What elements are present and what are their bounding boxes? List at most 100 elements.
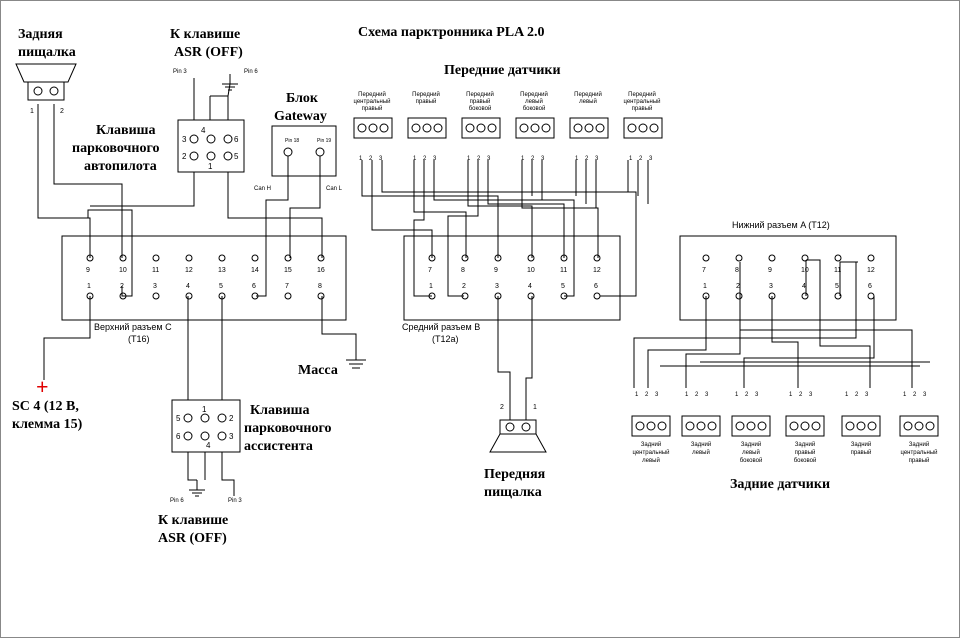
connector-c-pin-16 bbox=[317, 254, 325, 262]
connector-c-pin-label-6: 6 bbox=[252, 283, 256, 290]
wires bbox=[37, 78, 930, 496]
front-sensor-box bbox=[461, 117, 501, 139]
rear-sensor-terminal bbox=[903, 421, 913, 431]
connector-a-pin-8 bbox=[735, 254, 743, 262]
connector-a-pin-label-6: 6 bbox=[868, 283, 872, 290]
connector-b-label-2: (T12a) bbox=[432, 334, 459, 344]
connector-c-pin-label-5: 5 bbox=[219, 283, 223, 290]
front-sensor-name: левый bbox=[579, 98, 597, 105]
park-key-pin-c: 4 bbox=[201, 126, 206, 135]
front-sensor-terminal bbox=[411, 123, 421, 133]
park-key-pin-d: 1 bbox=[208, 162, 213, 171]
connector-c-pin-label-3: 3 bbox=[153, 283, 157, 290]
front-sensor-name: Передний bbox=[628, 91, 656, 98]
front-sensor-terminal bbox=[422, 123, 432, 133]
connector-c-pin-label-10: 10 bbox=[119, 267, 127, 274]
front-buzzer-label-2: пищалка bbox=[484, 485, 542, 500]
front-sensor-pin: 3 bbox=[649, 156, 653, 162]
connector-a-pin-label-1: 1 bbox=[703, 283, 707, 290]
rear-sensor-name: боковой bbox=[740, 457, 763, 464]
front-sensor-box bbox=[515, 117, 555, 139]
rear-sensor-pin: 2 bbox=[799, 392, 803, 398]
rear-sensor-name: центральный bbox=[900, 449, 937, 456]
connector-c-label-2: (T16) bbox=[128, 334, 150, 344]
front-sensor-terminal bbox=[584, 123, 594, 133]
front-sensor-terminal bbox=[519, 123, 529, 133]
rear-sensor-pin: 1 bbox=[789, 392, 793, 398]
front-sensor-box bbox=[407, 117, 447, 139]
connector-a-pin-label-2: 2 bbox=[736, 283, 740, 290]
rear-sensor-pin: 2 bbox=[855, 392, 859, 398]
sc4-label-1: SC 4 (12 В, bbox=[12, 399, 79, 414]
connector-c-pin-label-9: 9 bbox=[86, 267, 90, 274]
rear-sensor-name: левый bbox=[642, 457, 660, 464]
park-key-label-2: парковочного bbox=[72, 141, 159, 156]
connector-b-pin-label-7: 7 bbox=[428, 267, 432, 274]
front-sensor-terminal bbox=[649, 123, 659, 133]
rear-buzzer-symbol bbox=[15, 63, 77, 101]
connector-b-pin-4 bbox=[527, 292, 535, 300]
rear-buzzer-pin-1: 1 bbox=[30, 108, 34, 115]
connector-c-pin-label-14: 14 bbox=[251, 267, 259, 274]
connector-c-pin-10 bbox=[119, 254, 127, 262]
rear-sensor-name: Задний bbox=[641, 441, 661, 448]
rear-sensor-pin: 1 bbox=[903, 392, 907, 398]
gateway-pin18: Pin 18 bbox=[285, 138, 299, 144]
front-buzzer-pin-a: 2 bbox=[500, 404, 504, 411]
front-sensor-pin: 2 bbox=[639, 156, 643, 162]
park-key-box bbox=[177, 119, 245, 173]
assist-pin-d: 4 bbox=[206, 441, 211, 450]
connector-a-pin-2 bbox=[735, 292, 743, 300]
asr-top-pin3: Pin 3 bbox=[173, 69, 187, 75]
front-sensor-pin: 2 bbox=[531, 156, 535, 162]
front-sensor-pin: 3 bbox=[433, 156, 437, 162]
front-sensor-terminal bbox=[627, 123, 637, 133]
rear-sensor-terminal bbox=[646, 421, 656, 431]
front-sensor-pin: 3 bbox=[541, 156, 545, 162]
front-sensor-pin: 1 bbox=[629, 156, 633, 162]
assist-pin-c: 1 bbox=[202, 405, 207, 414]
asr-top-label-1: К клавише bbox=[170, 27, 240, 42]
rear-sensor-name: левый bbox=[742, 449, 760, 456]
rear-sensor-terminal bbox=[657, 421, 667, 431]
rear-sensor-pin: 3 bbox=[809, 392, 813, 398]
front-sensor-name: правый bbox=[470, 98, 491, 105]
front-sensor-terminal bbox=[595, 123, 605, 133]
front-sensor-box bbox=[353, 117, 393, 139]
front-sensor-terminal bbox=[465, 123, 475, 133]
connector-c-pin-11 bbox=[152, 254, 160, 262]
connector-a-pin-5 bbox=[834, 292, 842, 300]
front-sensor-box bbox=[569, 117, 609, 139]
park-key-label-1: Клавиша bbox=[96, 123, 155, 138]
rear-sensor-box bbox=[631, 415, 671, 437]
rear-sensor-name: правый bbox=[851, 449, 872, 456]
front-sensor-name: Передний bbox=[412, 91, 440, 98]
connector-c-label-1: Верхний разъем C bbox=[94, 322, 172, 332]
connector-a-pin-label-11: 11 bbox=[834, 267, 841, 274]
front-sensor-terminal bbox=[487, 123, 497, 133]
front-sensor-pin: 2 bbox=[369, 156, 373, 162]
rear-sensor-name: Задний bbox=[909, 441, 929, 448]
rear-buzzer-pin-2: 2 bbox=[60, 108, 64, 115]
front-sensor-name: левый bbox=[525, 98, 543, 105]
rear-sensor-box bbox=[731, 415, 771, 437]
connector-b-pin-label-1: 1 bbox=[429, 283, 433, 290]
asr-top-label-2: ASR (OFF) bbox=[174, 45, 243, 60]
gateway-label-1: Блок bbox=[286, 91, 319, 106]
connector-a-box bbox=[679, 235, 897, 321]
connector-a-pin-10 bbox=[801, 254, 809, 262]
front-sensor-name: боковой bbox=[523, 105, 546, 112]
rear-sensor-terminal bbox=[757, 421, 767, 431]
connector-a-pin-label-12: 12 bbox=[867, 267, 875, 274]
connector-c-pin-label-1: 1 bbox=[87, 283, 91, 290]
ground-label: Масса bbox=[298, 363, 338, 378]
connector-a-pin-label-9: 9 bbox=[768, 267, 772, 274]
connector-a-pin-label-5: 5 bbox=[835, 283, 839, 290]
front-sensor-pin: 3 bbox=[595, 156, 599, 162]
asr-bottom-pin3: Pin 3 bbox=[228, 498, 242, 504]
front-sensor-terminal bbox=[357, 123, 367, 133]
connector-b-pin-8 bbox=[461, 254, 469, 262]
connector-c-pin-4 bbox=[185, 292, 193, 300]
front-sensor-name: правый bbox=[362, 105, 383, 112]
front-sensor-terminal bbox=[368, 123, 378, 133]
